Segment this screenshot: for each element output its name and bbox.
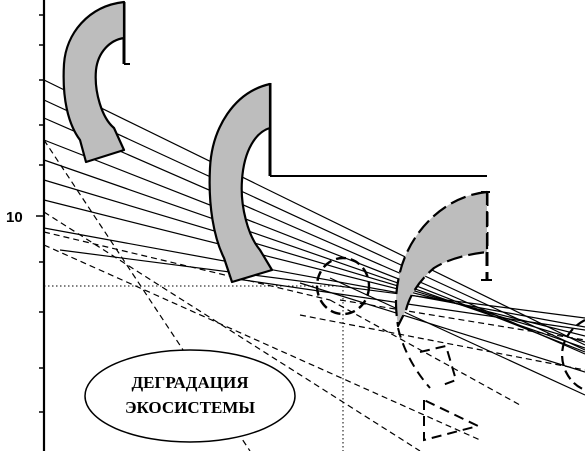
solid-line bbox=[59, 249, 585, 319]
solid-line bbox=[43, 99, 585, 351]
dashed-circle bbox=[315, 256, 371, 316]
label-line-2: ЭКОСИСТЕМЫ bbox=[125, 398, 255, 417]
curved-arrow-icon bbox=[394, 190, 489, 328]
solid-line bbox=[43, 227, 585, 328]
label-ellipse bbox=[84, 349, 296, 443]
solid-line bbox=[43, 79, 585, 346]
curved-arrow-2 bbox=[208, 82, 274, 284]
dashed-line bbox=[43, 231, 331, 301]
broken-arrow-head bbox=[423, 398, 481, 442]
broken-arrow bbox=[397, 327, 481, 442]
curved-arrow-icon bbox=[62, 0, 126, 164]
lower-right-arc bbox=[561, 319, 585, 392]
dashed-line bbox=[299, 314, 585, 371]
label-line-1: ДЕГРАДАЦИЯ bbox=[131, 373, 248, 392]
solid-line bbox=[299, 282, 585, 373]
y-axis-ticks bbox=[36, 14, 44, 413]
solid-line bbox=[43, 179, 585, 343]
solid-line bbox=[329, 277, 585, 396]
y-axis: 10 bbox=[6, 0, 46, 451]
y-tick-label-10: 10 bbox=[6, 209, 23, 226]
reference-lines bbox=[44, 285, 344, 451]
curved-arrow-3 bbox=[394, 190, 489, 328]
dashed-line bbox=[339, 299, 585, 341]
dashed-arc bbox=[561, 319, 585, 392]
dashed-line bbox=[329, 299, 521, 406]
solid-line bbox=[43, 199, 585, 337]
broken-arrow-shaft bbox=[397, 327, 431, 389]
curved-arrow-icon bbox=[208, 82, 274, 284]
solid-line bbox=[43, 159, 585, 349]
solid-trend-lines bbox=[43, 79, 585, 396]
crossover-marker bbox=[315, 256, 371, 316]
curved-arrow-1 bbox=[62, 0, 126, 164]
dashed-line bbox=[43, 211, 421, 451]
broken-arrow-body bbox=[419, 344, 458, 387]
degradation-label: ДЕГРАДАЦИЯ ЭКОСИСТЕМЫ bbox=[84, 349, 296, 443]
